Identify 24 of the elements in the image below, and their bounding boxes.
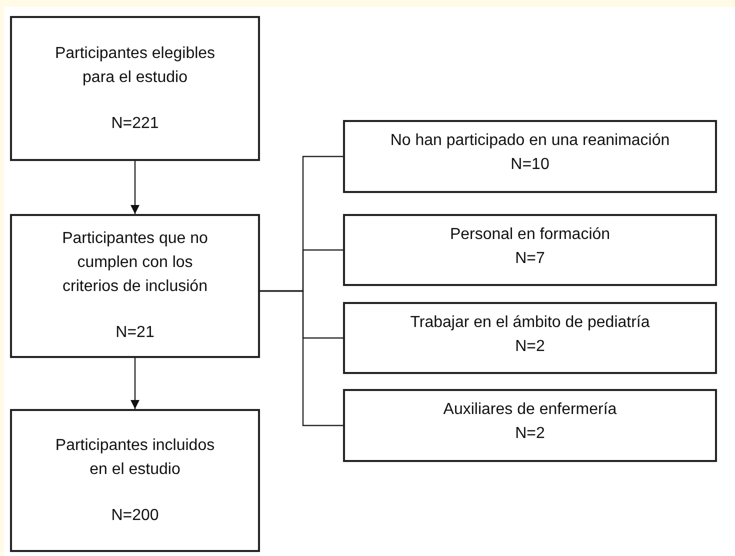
count-label: N=200 bbox=[111, 506, 159, 526]
box-label: Personal en formación bbox=[450, 225, 610, 245]
box-label: Trabajar en el ámbito de pediatría bbox=[410, 313, 650, 333]
process-box bbox=[10, 214, 260, 358]
arrow bbox=[130, 358, 140, 409]
box-label: Participantes incluidos en el estudio bbox=[54, 436, 216, 480]
box-label: Participantes que no cumplen con los criterios de inclusión bbox=[61, 229, 209, 297]
process-box bbox=[343, 120, 717, 193]
arrow bbox=[130, 161, 140, 214]
count-label: N=21 bbox=[116, 323, 154, 343]
count-label: N=7 bbox=[515, 249, 545, 269]
box-label: Participantes elegibles para el estudio bbox=[54, 44, 216, 88]
count-label: N=2 bbox=[515, 424, 545, 444]
count-label: N=10 bbox=[510, 155, 550, 175]
process-box bbox=[10, 409, 260, 552]
process-box bbox=[343, 389, 717, 462]
box-label: Auxiliares de enfermería bbox=[443, 400, 617, 420]
connector-line bbox=[260, 290, 343, 426]
box-label: No han participado en una reanimación bbox=[390, 131, 670, 151]
count-label: N=221 bbox=[111, 114, 159, 134]
process-box bbox=[343, 214, 717, 286]
process-box bbox=[10, 16, 260, 161]
process-box bbox=[343, 302, 717, 374]
count-label: N=2 bbox=[515, 337, 545, 357]
